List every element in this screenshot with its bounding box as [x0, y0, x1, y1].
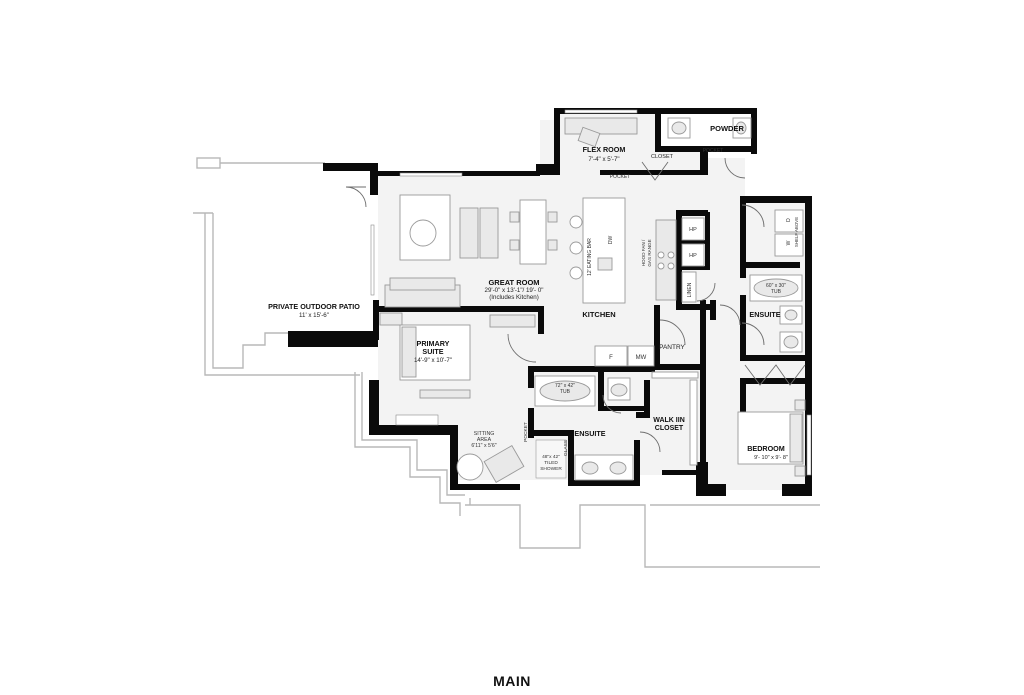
- label-pocket-mid: POCKET: [610, 174, 631, 180]
- room-note-great: (Includes Kitchen): [489, 294, 539, 301]
- label-pocket-ensuite: POCKET: [523, 422, 529, 442]
- room-label-powder: POWDER: [710, 124, 744, 133]
- room-label-closet: CLOSET: [651, 154, 674, 160]
- label-tub-second-dims: 60" x 30": [766, 283, 786, 289]
- label-tub-primary-dims: 72" x 42": [555, 383, 575, 389]
- room-label-ensuite-primary: ENSUITE: [574, 429, 605, 438]
- label-glass: GLASS: [563, 440, 569, 456]
- walls: [288, 108, 812, 496]
- room-label-sitting-1: SITTING: [474, 431, 494, 437]
- label-shower-word: SHOWER: [540, 466, 562, 472]
- label-dryer: D: [786, 218, 792, 222]
- label-dw: DW: [608, 236, 614, 245]
- room-dims-flex: 7'-4" x 5'-7": [588, 156, 619, 163]
- label-hp-1: HP: [689, 227, 697, 233]
- room-label-primary-2: SUITE: [422, 347, 443, 356]
- label-shower-dims: 48"x 42": [542, 454, 560, 460]
- label-shower-tiled: TILED: [544, 460, 558, 466]
- room-label-pantry: PANTRY: [659, 344, 685, 351]
- room-label-bedroom: BEDROOM: [747, 444, 785, 453]
- label-hood-fan: HOOD FAN /: [641, 239, 646, 266]
- label-pocket-top: POCKET: [703, 148, 724, 154]
- fixture-labels: 12' EATING BAR DW HOOD FAN / GAS RANGE H…: [523, 217, 799, 472]
- room-dims-bedroom: 9'- 10" x 9'- 8": [754, 455, 788, 461]
- label-tub-primary-word: TUB: [560, 389, 571, 395]
- room-label-flex: FLEX ROOM: [583, 145, 626, 154]
- room-label-kitchen: KITCHEN: [582, 310, 615, 319]
- label-mw: MW: [636, 355, 647, 361]
- furniture: [379, 117, 806, 484]
- room-label-sitting-2: AREA: [477, 437, 492, 443]
- label-f: F: [609, 355, 613, 361]
- room-dims-patio: 11' x 15'-6": [299, 312, 329, 319]
- room-label-walkin-2: CLOSET: [655, 425, 684, 432]
- room-labels: POWDER FLEX ROOM 7'-4" x 5'-7" CLOSET PO…: [268, 124, 788, 461]
- label-washer: W: [786, 240, 792, 245]
- label-gas-range: GAS RANGE: [647, 239, 652, 266]
- room-dims-sitting: 6'11" x 5'6": [471, 443, 496, 449]
- door-swings: [345, 157, 806, 453]
- label-hp-2: HP: [689, 253, 697, 259]
- label-tub-second-word: TUB: [771, 289, 782, 295]
- label-linen: LINEN: [687, 282, 693, 297]
- room-label-walkin-1: WALK IIN: [653, 417, 685, 424]
- room-label-primary-1: PRIMARY: [417, 339, 450, 348]
- patio-outline: [193, 157, 820, 568]
- room-label-ensuite-secondary: ENSUITE: [749, 310, 780, 319]
- room-label-great: GREAT ROOM: [488, 278, 539, 287]
- windows: [370, 109, 812, 476]
- plan-title: MAIN: [493, 673, 531, 689]
- room-label-patio: PRIVATE OUTDOOR PATIO: [268, 302, 360, 311]
- label-shelf-above: SHELF ABOVE: [794, 217, 799, 247]
- room-dims-primary: 14'-9" x 10'-7": [414, 357, 452, 364]
- room-dims-great: 29'-0" x 13'-1"/ 19'- 0": [485, 287, 544, 294]
- label-eating-bar: 12' EATING BAR: [587, 238, 593, 276]
